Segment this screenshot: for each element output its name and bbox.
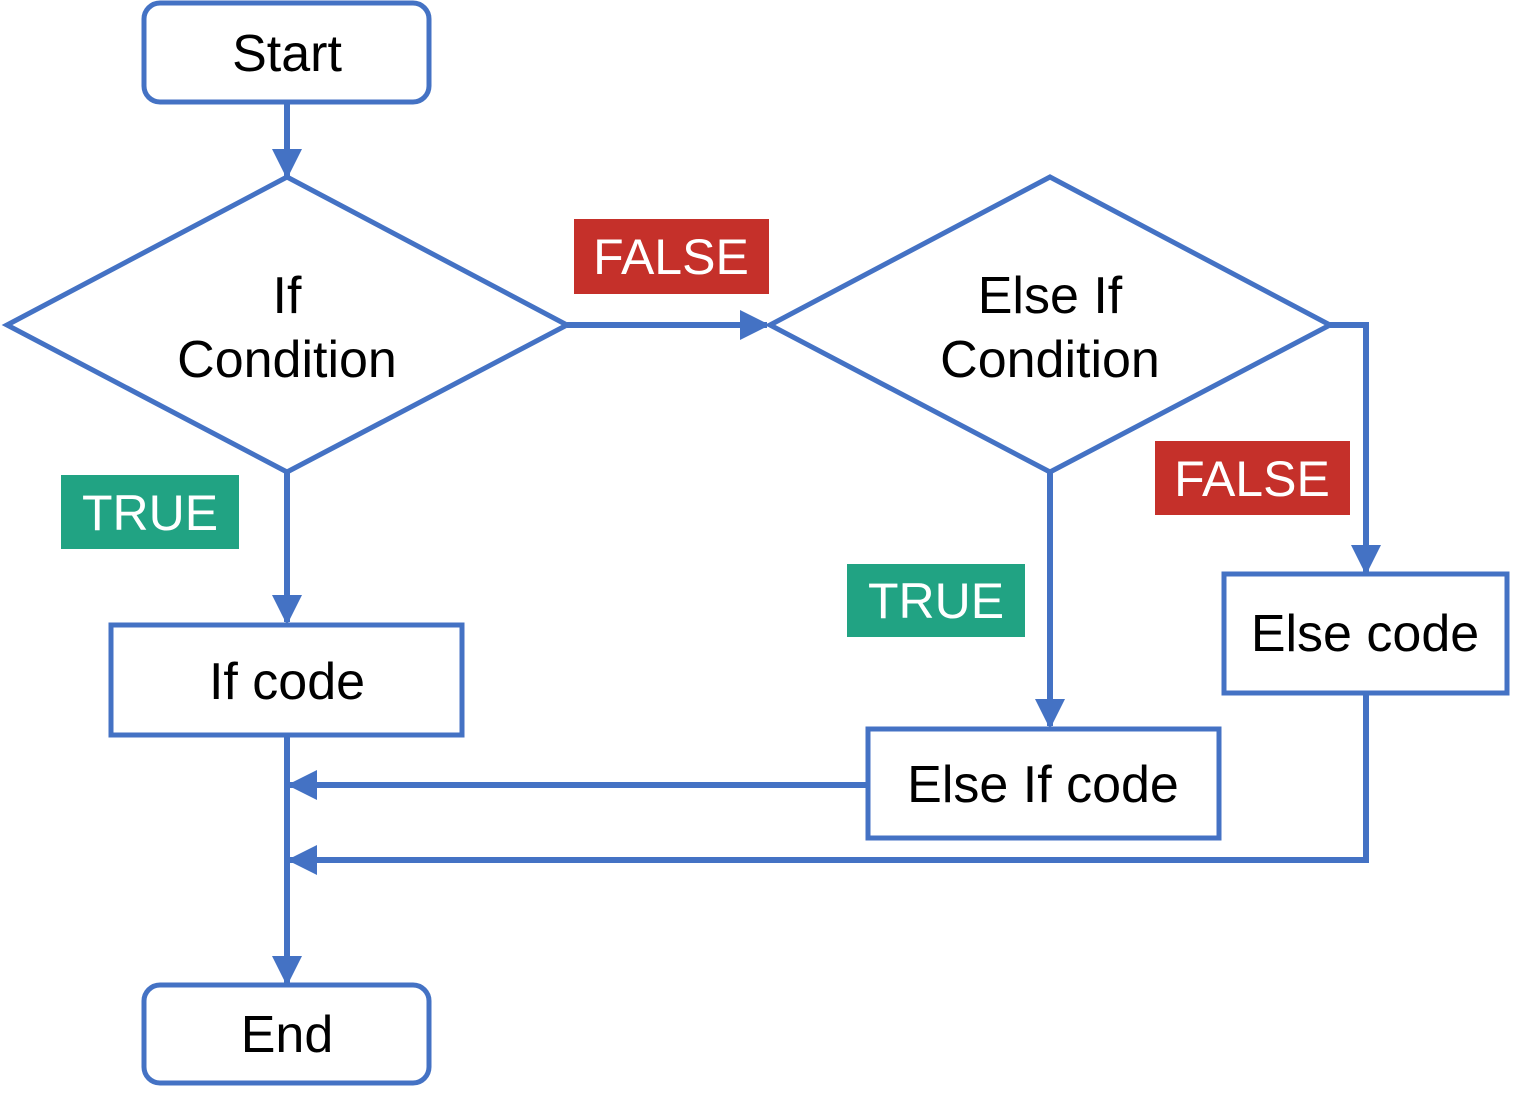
else-code-label: Else code [1251,605,1479,663]
else-if-true-label: TRUE [868,573,1004,629]
else-if-condition-node: Else If Condition [764,174,1336,475]
else-if-true-badge: TRUE [847,564,1025,637]
start-label: Start [232,25,342,83]
else-if-condition-label-line1: Else If [978,267,1123,325]
connector-else-if-false [1330,322,1381,575]
else-if-false-badge: FALSE [1155,441,1350,515]
if-code-node: If code [108,622,465,738]
else-if-condition-label-line2: Condition [940,331,1160,389]
if-condition-label-line2: Condition [177,331,397,389]
if-code-label: If code [209,653,365,711]
end-label: End [241,1006,334,1064]
else-code-node: Else code [1221,571,1510,696]
else-if-code-node: Else If code [865,726,1222,841]
if-condition-node: If Condition [1,174,573,475]
if-false-label: FALSE [593,229,749,285]
if-false-badge: FALSE [574,219,769,294]
if-condition-label-line1: If [273,267,302,325]
if-true-label: TRUE [82,485,218,541]
start-node: Start [141,0,432,105]
else-if-false-label: FALSE [1174,451,1330,507]
end-node: End [141,982,432,1086]
connector-else-code-to-end [287,693,1369,875]
if-true-badge: TRUE [61,475,239,549]
else-if-code-label: Else If code [907,756,1179,814]
